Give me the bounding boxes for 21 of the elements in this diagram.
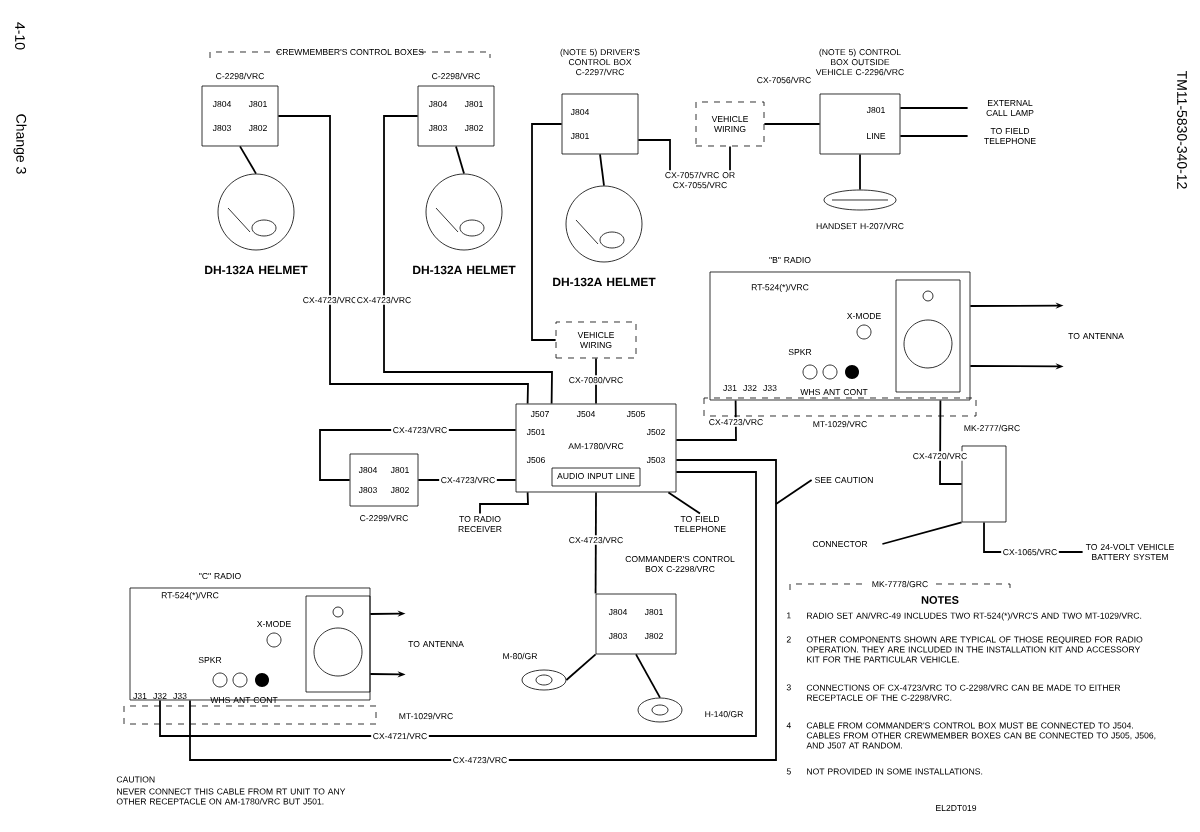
cable (939, 399, 963, 485)
cable (899, 135, 969, 137)
cable (277, 115, 529, 405)
cable (159, 471, 757, 737)
cable (899, 107, 969, 109)
cable (667, 491, 701, 515)
cable (479, 491, 529, 515)
cable (189, 459, 777, 761)
cable (565, 653, 597, 681)
cable (383, 115, 553, 405)
cable (594, 491, 597, 595)
leader-line (775, 479, 813, 505)
cable (531, 123, 563, 341)
cable (763, 123, 821, 125)
cable (455, 145, 465, 175)
cable (859, 153, 861, 191)
cable (635, 653, 661, 699)
cable (675, 399, 737, 441)
leader-line (881, 521, 963, 545)
cable (239, 145, 257, 175)
cable (599, 153, 605, 187)
